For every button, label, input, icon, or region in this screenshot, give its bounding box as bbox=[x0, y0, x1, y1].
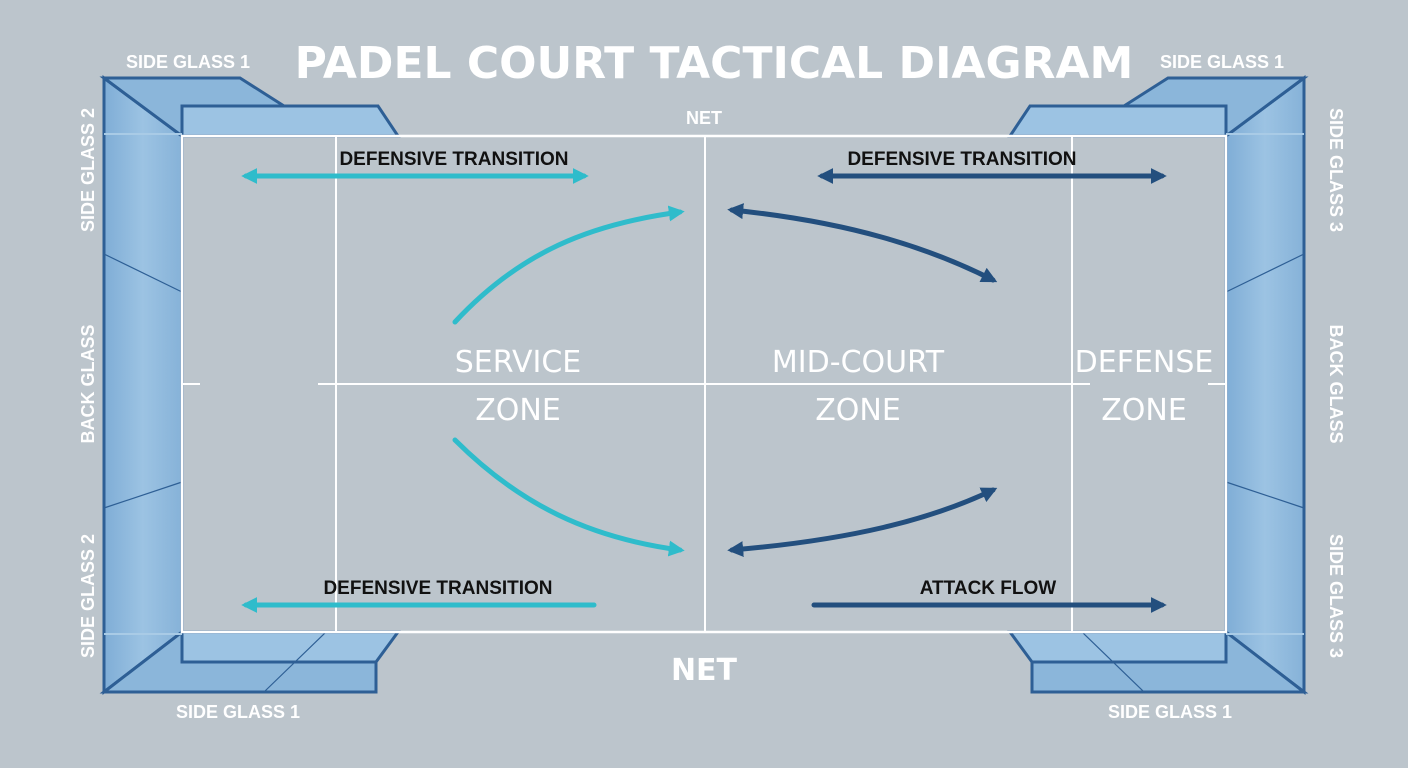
zone-label-service-line1: SERVICE bbox=[455, 345, 581, 380]
arrow-service-to-net-upper bbox=[452, 205, 685, 325]
left-glass-wall bbox=[99, 75, 401, 696]
flow-arrows bbox=[241, 167, 1167, 614]
glass-label-top-left: SIDE GLASS 1 bbox=[126, 52, 250, 72]
zone-label-midcourt-line2: ZONE bbox=[815, 393, 901, 428]
glass-label-top-right: SIDE GLASS 1 bbox=[1160, 52, 1284, 72]
flow-label-bottom-left: DEFENSIVE TRANSITION bbox=[323, 578, 552, 599]
right-glass-wall bbox=[1007, 75, 1309, 696]
flow-label-bottom-right: ATTACK FLOW bbox=[920, 578, 1057, 599]
glass-label-left-upper: SIDE GLASS 2 bbox=[78, 108, 98, 232]
flow-label-top-left: DEFENSIVE TRANSITION bbox=[339, 149, 568, 170]
glass-label-right-lower: SIDE GLASS 3 bbox=[1326, 534, 1346, 658]
net-label-top: NET bbox=[686, 108, 722, 128]
zone-label-defense-line2: ZONE bbox=[1101, 393, 1187, 428]
glass-label-right-middle: BACK GLASS bbox=[1326, 324, 1346, 443]
zone-label-service-line2: ZONE bbox=[475, 393, 561, 428]
glass-label-bottom-left: SIDE GLASS 1 bbox=[176, 702, 300, 722]
arrow-net-to-defense-upper bbox=[727, 203, 998, 283]
net-label-bottom: NET bbox=[671, 653, 738, 688]
glass-label-left-lower: SIDE GLASS 2 bbox=[78, 534, 98, 658]
flow-label-top-right: DEFENSIVE TRANSITION bbox=[847, 149, 1076, 170]
glass-label-right-upper: SIDE GLASS 3 bbox=[1326, 108, 1346, 232]
arrow-net-to-defense-lower bbox=[727, 487, 998, 558]
glass-label-left-middle: BACK GLASS bbox=[78, 324, 98, 443]
zone-label-midcourt-line1: MID-COURT bbox=[772, 345, 945, 380]
diagram-title: PADEL COURT TACTICAL DIAGRAM bbox=[295, 38, 1134, 89]
arrow-service-to-net-lower bbox=[452, 437, 685, 557]
court-lines bbox=[180, 134, 1228, 634]
glass-label-bottom-right: SIDE GLASS 1 bbox=[1108, 702, 1232, 722]
zone-label-defense-line1: DEFENSE bbox=[1075, 345, 1214, 380]
